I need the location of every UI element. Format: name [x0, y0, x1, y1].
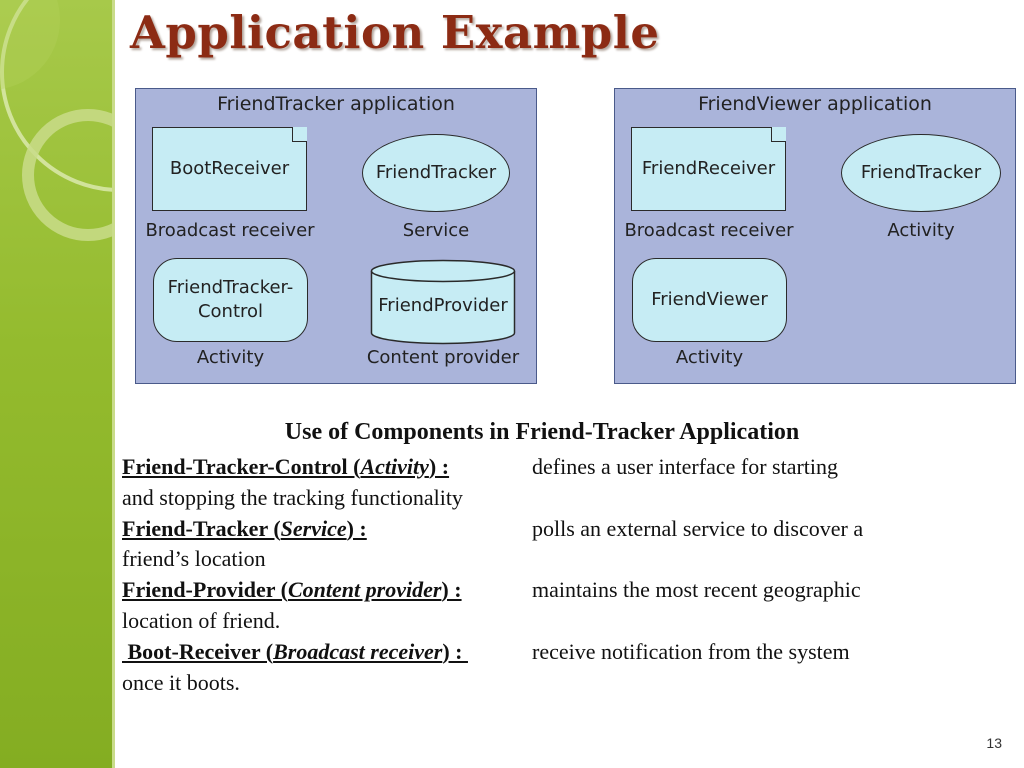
- slide-title: Application Example: [130, 6, 660, 59]
- description-row: Friend-Tracker (Service) : polls an exte…: [122, 514, 982, 545]
- section-heading: Use of Components in Friend-Tracker Appl…: [284, 419, 800, 445]
- panel-title: FriendTracker application: [217, 93, 455, 115]
- description-continuation: location of friend.: [122, 607, 281, 633]
- friendviewer-component: FriendViewer: [632, 258, 787, 342]
- component-definition: polls an external service to discover a: [532, 515, 864, 541]
- component-caption: Service: [402, 220, 470, 241]
- description-continuation: friend’s location: [122, 546, 266, 572]
- friendtracker-service-component: FriendTracker: [362, 134, 510, 212]
- component-label: BootReceiver: [169, 158, 290, 179]
- decorative-circles: [0, 0, 112, 241]
- friendtracker-activity-component: FriendTracker: [841, 134, 1001, 212]
- page-fold-icon: [292, 127, 307, 142]
- component-caption: Broadcast receiver: [145, 220, 315, 241]
- component-definition: defines a user interface for starting: [532, 454, 839, 479]
- component-label: FriendReceiver: [641, 158, 776, 179]
- friendtracker-application-panel: FriendTracker application BootReceiver B…: [135, 88, 537, 384]
- component-caption: Activity: [196, 347, 265, 368]
- description-row: Friend-Provider (Content provider) : mai…: [122, 575, 982, 606]
- description-row: Friend-Tracker-Control (Activity) : defi…: [122, 452, 982, 483]
- component-definition: maintains the most recent geographic: [532, 577, 861, 603]
- component-caption: Content provider: [366, 347, 520, 368]
- page-number: 13: [986, 735, 1002, 751]
- friendviewer-application-panel: FriendViewer application FriendReceiver …: [614, 88, 1016, 384]
- component-label: FriendProvider: [378, 295, 508, 316]
- component-term: Friend-Tracker (Service) :: [122, 515, 367, 541]
- decorative-green-strip: [0, 0, 112, 768]
- friendtracker-control-component: FriendTracker- Control: [153, 258, 308, 342]
- component-term: Boot-Receiver (Broadcast receiver) :: [122, 638, 468, 664]
- description-continuation: once it boots.: [122, 669, 240, 695]
- strip-edge-line: [112, 0, 115, 768]
- database-cylinder-icon: [370, 259, 516, 345]
- description-row: Boot-Receiver (Broadcast receiver) : rec…: [122, 637, 982, 668]
- friendreceiver-component: FriendReceiver: [631, 126, 787, 211]
- component-caption: Activity: [675, 347, 744, 368]
- component-descriptions: Friend-Tracker-Control (Activity) : defi…: [122, 452, 982, 698]
- component-label-line1: FriendTracker-: [167, 277, 294, 298]
- component-term: Friend-Tracker-Control (Activity) :: [122, 454, 450, 479]
- component-label: FriendTracker: [860, 162, 982, 183]
- component-caption: Broadcast receiver: [624, 220, 794, 241]
- bootreceiver-component: BootReceiver: [152, 126, 308, 211]
- component-label: FriendViewer: [651, 289, 768, 310]
- friendprovider-component: FriendProvider: [370, 259, 516, 345]
- component-caption: Activity: [887, 220, 955, 241]
- page-fold-icon: [771, 127, 786, 142]
- component-label: FriendTracker: [375, 162, 497, 183]
- panel-title: FriendViewer application: [698, 93, 932, 115]
- component-term: Friend-Provider (Content provider) :: [122, 577, 462, 603]
- component-definition: receive notification from the system: [532, 638, 850, 664]
- component-label-line2: Control: [197, 301, 264, 322]
- description-continuation: and stopping the tracking functionality: [122, 484, 463, 510]
